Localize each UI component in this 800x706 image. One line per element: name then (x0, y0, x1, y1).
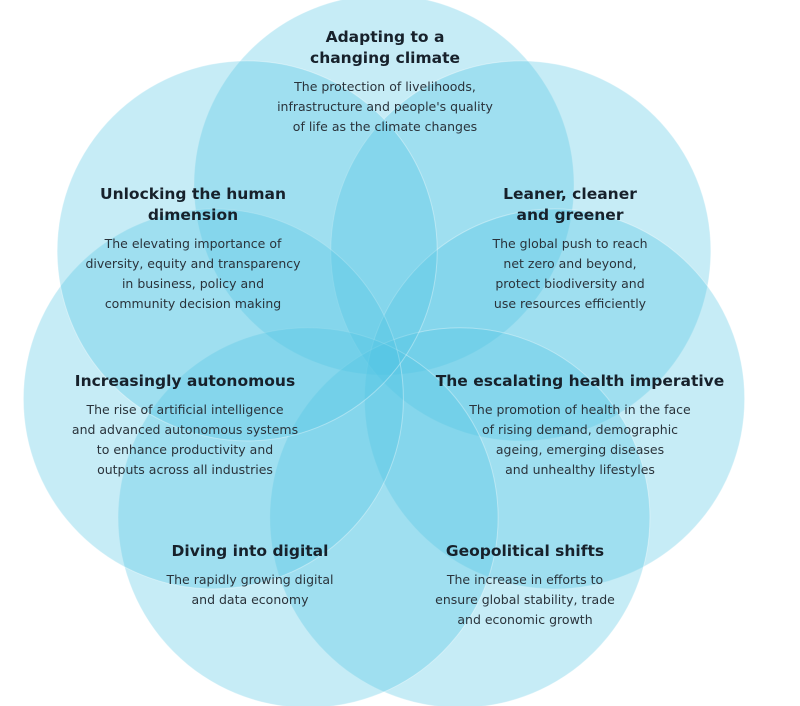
segment-circle-0 (193, 0, 575, 376)
segment-escalating-health-imperative: The escalating health imperative The pro… (430, 371, 730, 480)
segment-circle-3 (269, 327, 651, 706)
segment-circle-5 (22, 208, 404, 590)
segment-geopolitical-shifts: Geopolitical shifts The increase in effo… (410, 541, 640, 630)
segment-circle-6 (56, 60, 438, 442)
segment-title: Increasingly autonomous (74, 372, 296, 390)
segment-title: The escalating health imperative (435, 372, 725, 390)
segment-diving-into-digital: Diving into digital The rapidly growing … (150, 541, 350, 610)
segment-circle-1 (330, 60, 712, 442)
segment-increasingly-autonomous: Increasingly autonomous The rise of arti… (45, 371, 325, 480)
segment-title: Geopolitical shifts (445, 542, 605, 560)
segment-circle-4 (117, 327, 499, 706)
segment-circle-2 (364, 208, 746, 590)
segment-title: Diving into digital (171, 542, 329, 560)
segment-description: The protection of livelihoods,infrastruc… (277, 79, 493, 134)
